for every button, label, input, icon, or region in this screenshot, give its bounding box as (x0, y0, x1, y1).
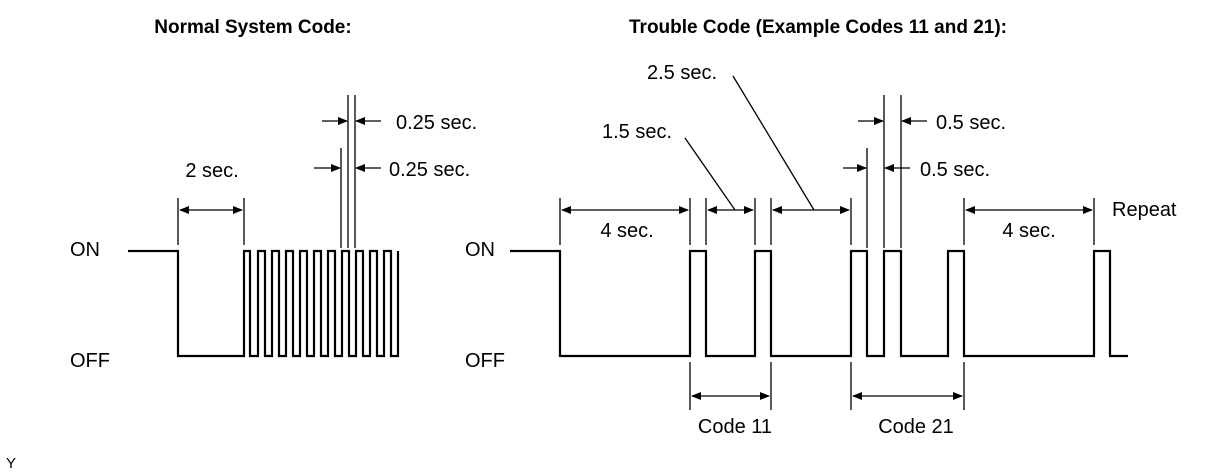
normal-on-label: ON (70, 239, 100, 261)
normal-code-diagram: Normal System Code: ON OFF 2 sec. 0.25 s… (70, 17, 477, 372)
trouble-25sec-dimension: 2.5 sec. (647, 62, 852, 245)
trouble-off-label: OFF (465, 350, 505, 372)
trouble-code-diagram: Trouble Code (Example Codes 11 and 21): … (465, 17, 1177, 438)
normal-signal-waveform (128, 249, 400, 358)
normal-off-label: OFF (70, 350, 110, 372)
normal-2sec-dimension: 2 sec. (177, 160, 245, 245)
trouble-05sec-top-label: 0.5 sec. (936, 112, 1006, 134)
trouble-4sec-left-label: 4 sec. (600, 220, 653, 242)
normal-2sec-label: 2 sec. (185, 160, 238, 182)
trouble-4sec-right-label: 4 sec. (1002, 220, 1055, 242)
trouble-on-label: ON (465, 239, 495, 261)
code-11-label: Code 11 (698, 416, 772, 438)
trouble-4sec-left-dimension: 4 sec. (559, 198, 691, 245)
code-11-bracket: Code 11 (689, 362, 772, 438)
normal-code-title: Normal System Code: (154, 17, 351, 38)
normal-025sec-dimensions: 0.25 sec. 0.25 sec. (314, 95, 477, 248)
trouble-05sec-bottom-label: 0.5 sec. (920, 159, 990, 181)
trouble-05sec-dimensions: 0.5 sec. 0.5 sec. (843, 95, 1006, 248)
code-21-bracket: Code 21 (850, 362, 965, 438)
normal-025sec-top-label: 0.25 sec. (396, 112, 477, 134)
trouble-15sec-dimension: 1.5 sec. (602, 121, 756, 245)
trouble-signal-waveform (510, 249, 1128, 358)
trouble-4sec-right-dimension: 4 sec. Repeat (963, 198, 1177, 245)
trouble-code-title: Trouble Code (Example Codes 11 and 21): (629, 17, 1007, 38)
repeat-label: Repeat (1112, 199, 1177, 221)
footer-mark: Y (6, 455, 16, 472)
trouble-25sec-label: 2.5 sec. (647, 62, 717, 84)
code-21-label: Code 21 (878, 416, 954, 438)
trouble-15sec-label: 1.5 sec. (602, 121, 672, 143)
normal-025sec-bottom-label: 0.25 sec. (389, 159, 470, 181)
